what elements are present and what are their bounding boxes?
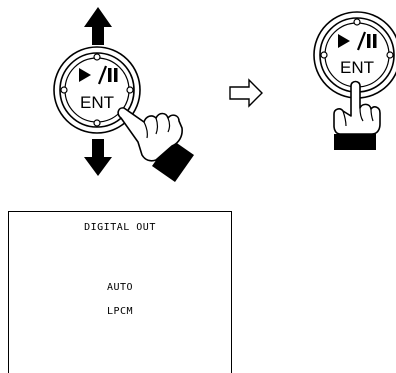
left-enter-label: ENT bbox=[80, 93, 114, 112]
right-indicator-dot bbox=[386, 51, 394, 59]
slash-glyph bbox=[97, 65, 108, 85]
pause-bar-2 bbox=[114, 68, 118, 82]
play-icon bbox=[338, 34, 350, 48]
left-indicator-dot bbox=[320, 51, 328, 59]
play-icon bbox=[79, 68, 91, 82]
transition-arrow-icon bbox=[229, 78, 263, 108]
right-indicator-dot bbox=[126, 86, 134, 94]
right-enter-button bbox=[313, 11, 396, 99]
osd-option-lpcm: LPCM bbox=[106, 306, 134, 317]
pressing-hand-icon bbox=[333, 80, 381, 150]
pointing-hand-icon bbox=[117, 107, 194, 182]
osd-title: DIGITAL OUT bbox=[84, 222, 156, 233]
slash-glyph bbox=[356, 31, 367, 51]
right-enter-label: ENT bbox=[340, 58, 374, 77]
down-arrow-icon bbox=[84, 139, 112, 176]
pause-bar-1 bbox=[367, 34, 371, 48]
up-indicator-dot bbox=[93, 53, 101, 61]
left-indicator-dot bbox=[60, 86, 68, 94]
osd-option-auto: AUTO bbox=[106, 282, 134, 293]
osd-screen: DIGITAL OUT AUTO LPCM bbox=[8, 211, 232, 373]
pause-bar-2 bbox=[373, 34, 377, 48]
up-indicator-dot bbox=[353, 18, 361, 26]
up-arrow-icon bbox=[84, 7, 112, 45]
down-indicator-dot bbox=[93, 119, 101, 127]
pause-bar-1 bbox=[108, 68, 112, 82]
